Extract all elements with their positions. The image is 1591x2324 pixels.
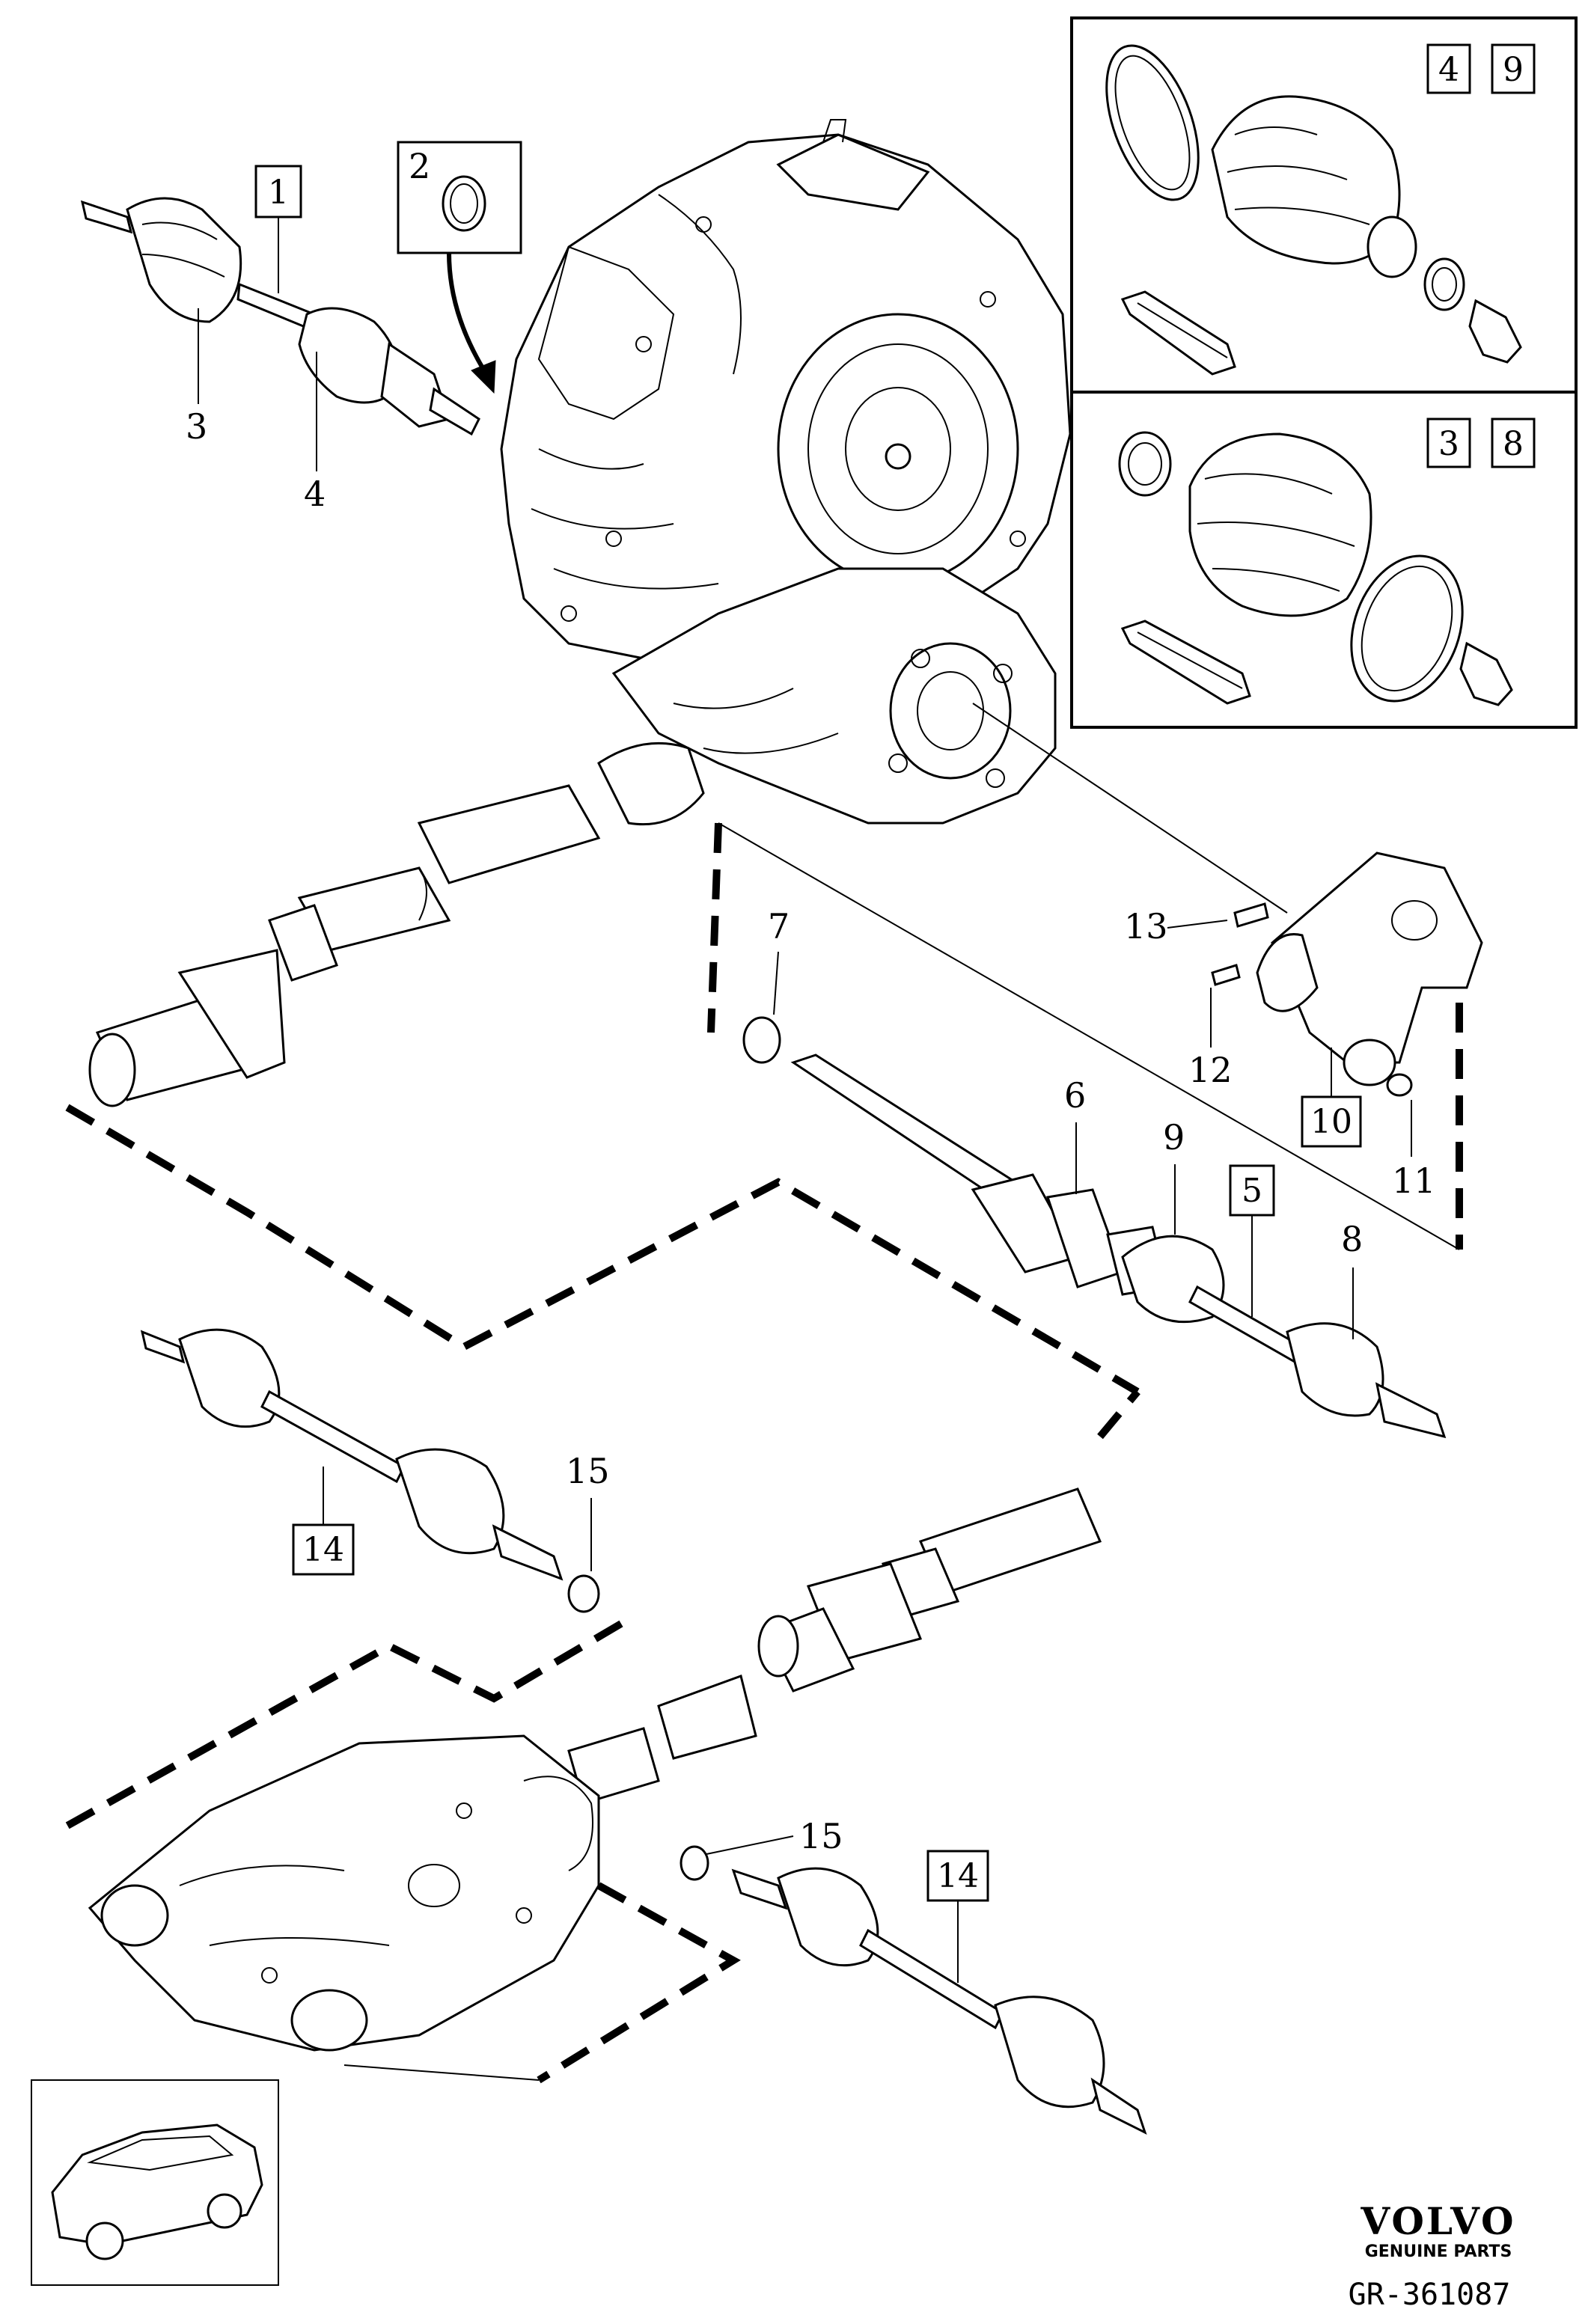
dashed-leader-right-a <box>707 822 722 1033</box>
boot-kit-outer-icon <box>1105 44 1522 364</box>
dashed-leader-rear-diff <box>537 1882 741 2084</box>
cv-boot-icon <box>777 1867 879 1967</box>
callout-7: 7 <box>768 906 790 947</box>
intermediate-shaft-6 <box>790 1054 1169 1296</box>
callout-5: 5 <box>1242 1172 1262 1210</box>
callout-4: 4 <box>304 474 326 514</box>
drive-shaft-14-lower <box>680 1845 1147 2135</box>
car-thumbnail-icon <box>31 2079 279 2286</box>
inset-bottom-left-number: 3 <box>1438 425 1459 463</box>
callout-5-box <box>1229 1164 1275 1217</box>
cv-boot-icon <box>178 1328 281 1428</box>
circlip-icon <box>742 1016 781 1064</box>
callout-14-upper-box <box>292 1523 355 1576</box>
dashed-leader-rear-left <box>65 1620 623 1829</box>
callout-6: 6 <box>1064 1075 1086 1116</box>
inset-top-left-box <box>1426 43 1471 94</box>
callout-13: 13 <box>1124 906 1168 947</box>
callout-10: 10 <box>1310 1103 1352 1141</box>
inset-top-right-number: 9 <box>1503 51 1524 89</box>
callout-3: 3 <box>186 406 207 447</box>
inset-bottom-right-number: 8 <box>1503 425 1524 463</box>
propeller-shaft-front <box>88 741 705 1107</box>
callout-9: 9 <box>1163 1117 1185 1158</box>
callout-2-group: 2 <box>397 141 522 394</box>
grease-tube-icon <box>1120 620 1251 705</box>
dashed-leader-front <box>65 1104 1140 1395</box>
transfer-case <box>611 567 1057 825</box>
callout-14-upper: 14 <box>302 1531 344 1569</box>
callout-8: 8 <box>1341 1219 1363 1259</box>
callout-12: 12 <box>1188 1050 1233 1090</box>
callout-14-lower: 14 <box>937 1857 979 1895</box>
bolt-icon <box>1468 299 1522 364</box>
dashed-leader-rear-right <box>1097 1389 1140 1440</box>
callout-11: 11 <box>1392 1161 1436 1201</box>
inset-top-left-number: 4 <box>1438 51 1459 89</box>
propeller-shaft-rear <box>567 1487 1102 1805</box>
cv-boot-icon <box>1286 1322 1384 1417</box>
callout-2: 2 <box>409 146 430 186</box>
brand-tagline: GENUINE PARTS <box>1365 2242 1512 2261</box>
inset-bottom-right-box <box>1491 418 1536 468</box>
callout-10-box <box>1301 1095 1362 1148</box>
drive-shaft-14-upper <box>140 1328 564 1581</box>
rear-differential <box>88 1734 600 2052</box>
boot-kit-inner-icon <box>1118 431 1513 706</box>
transmission-housing <box>500 119 1072 675</box>
inset-bottom-left-box <box>1426 418 1471 468</box>
cv-boot-icon <box>395 1448 505 1555</box>
drive-shaft-5 <box>1121 1235 1447 1439</box>
washer-icon <box>1386 1073 1413 1097</box>
o-ring-icon <box>680 1845 709 1881</box>
callout-15-lower: 15 <box>799 1816 843 1856</box>
bolt-icon <box>1211 964 1241 986</box>
brand-logo: VOLVO <box>1360 2199 1515 2243</box>
o-ring-icon <box>567 1574 600 1613</box>
callout-15-upper: 15 <box>566 1451 610 1491</box>
cv-boot-icon <box>994 1996 1105 2109</box>
diagram-reference: GR-361087 <box>1349 2278 1511 2312</box>
bolt-icon <box>1233 902 1269 928</box>
support-bracket <box>1211 851 1483 1097</box>
drive-shaft-1 <box>80 197 480 436</box>
inset-panel: 4 9 3 8 <box>1070 16 1578 729</box>
bolt-icon <box>1459 641 1513 706</box>
inset-top-right-box <box>1491 43 1536 94</box>
callout-1: 1 <box>268 174 289 212</box>
grease-tube-icon <box>1120 290 1236 376</box>
